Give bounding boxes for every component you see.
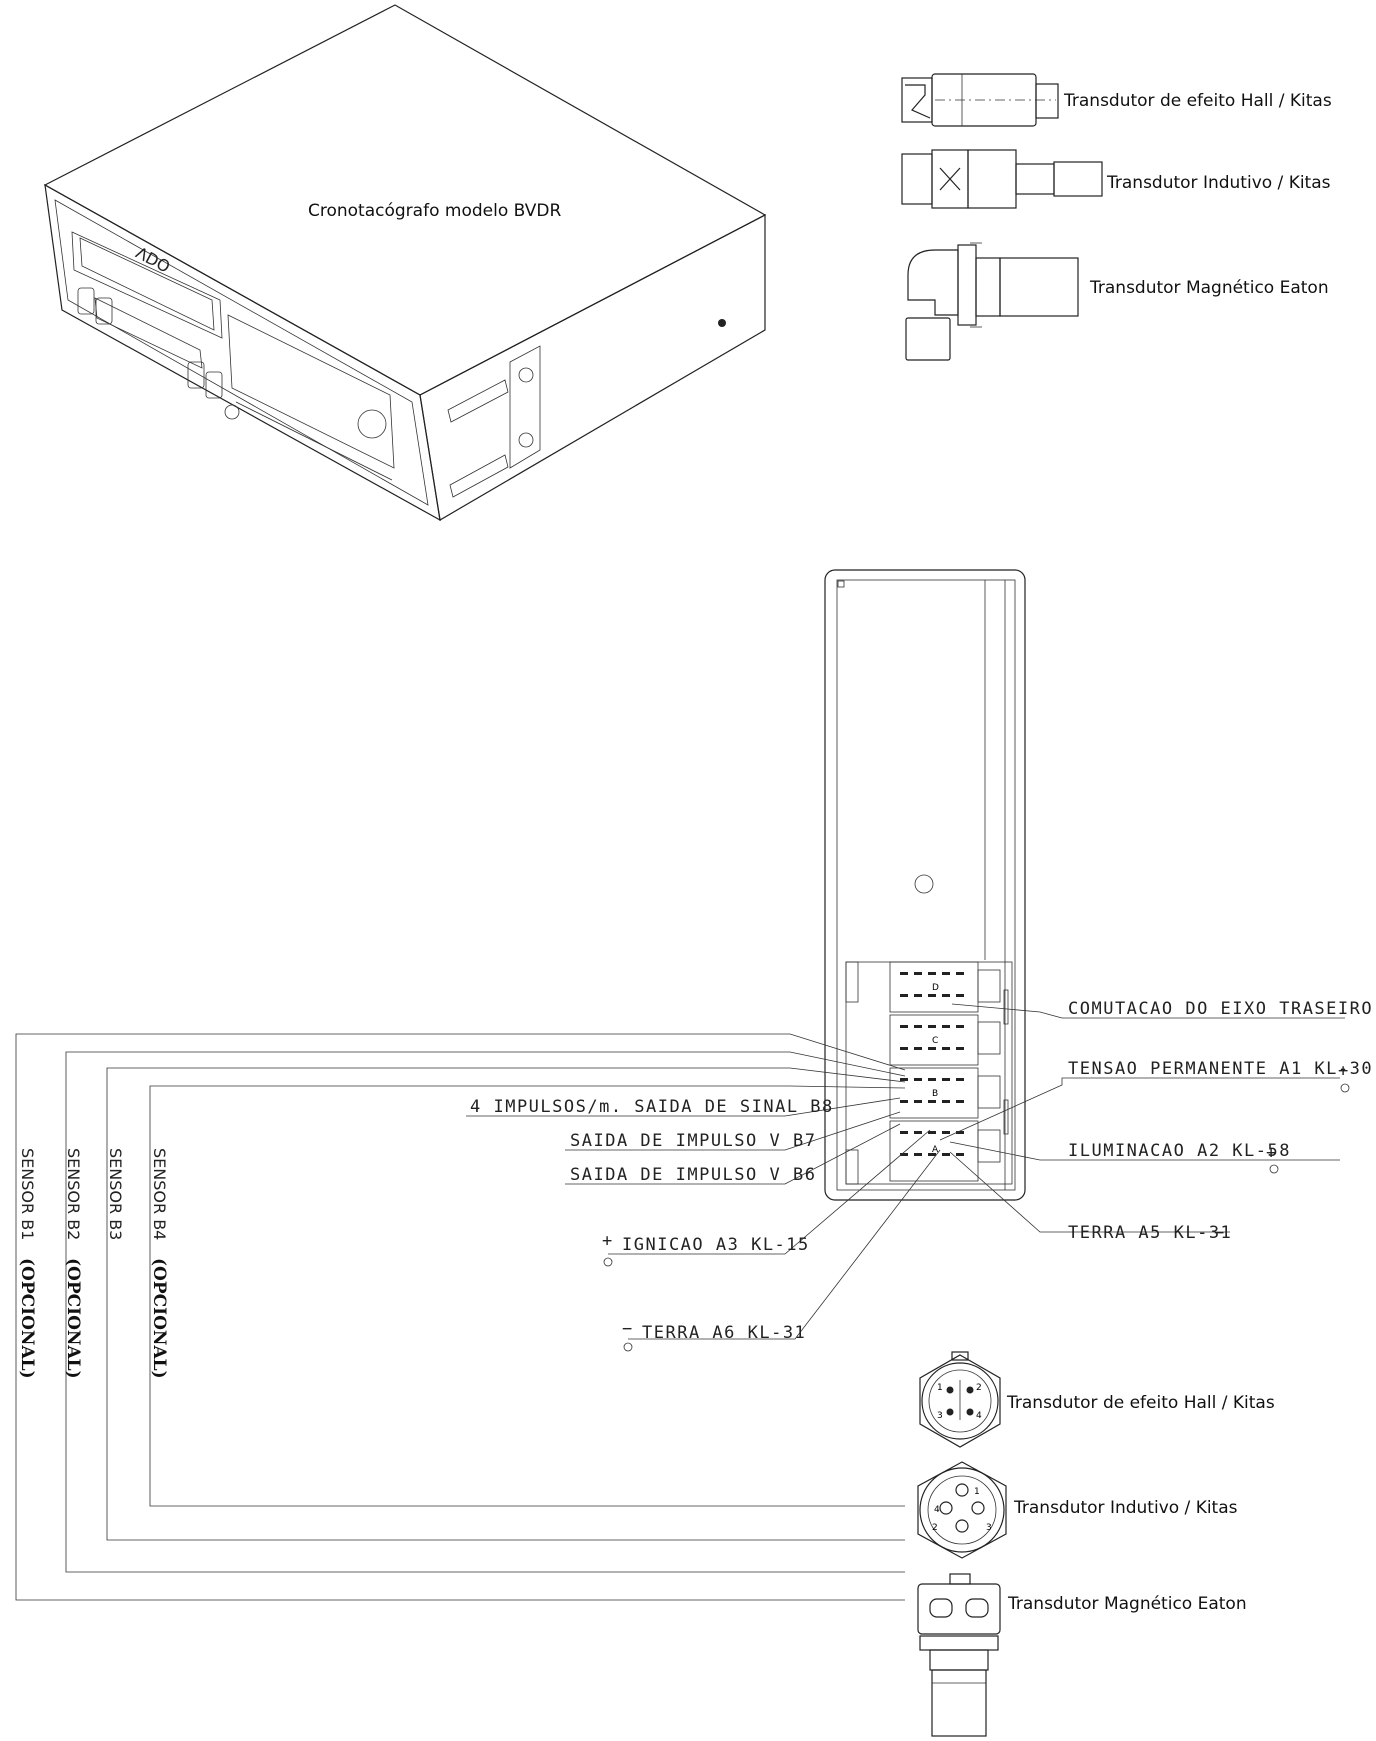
connector-pin: [928, 1047, 936, 1050]
inductive-pin-4: 4: [934, 1505, 940, 1515]
wire-label-a6: TERRA A6 KL-31: [642, 1323, 806, 1343]
connector-pin: [942, 1047, 950, 1050]
magnetic-sensor-side-icon: [905, 242, 1079, 361]
connector-pin: [900, 1153, 908, 1156]
wire-polarity-a2: +: [1266, 1143, 1278, 1163]
connector-label-d: D: [932, 983, 939, 993]
connector-pin: [900, 1047, 908, 1050]
connector-pin: [956, 1025, 964, 1028]
connector-pin: [900, 1131, 908, 1134]
sensor-b2-label: SENSOR B2: [64, 1148, 83, 1240]
wire-polarity-a3: +: [602, 1231, 614, 1251]
connector-pin: [914, 1025, 922, 1028]
wire-polarity-a6: −: [622, 1319, 634, 1339]
connector-pin: [928, 1131, 936, 1134]
bottom-sensor-label-inductive: Transdutor Indutivo / Kitas: [1013, 1498, 1238, 1518]
connector-label-c: C: [932, 1036, 938, 1046]
connector-pin: [914, 972, 922, 975]
sensor-b1-label-group: SENSOR B1 (OPCIONAL): [17, 1148, 37, 1379]
connector-pin: [956, 1100, 964, 1103]
inductive-pin-2: 2: [932, 1523, 938, 1533]
connector-label-b: B: [932, 1089, 938, 1099]
sensor-b4-label: SENSOR B4: [150, 1148, 169, 1240]
wire-label-a1: TENSAO PERMANENTE A1 KL-30: [1068, 1059, 1373, 1079]
connector-pin: [914, 1131, 922, 1134]
connector-pin: [942, 1131, 950, 1134]
sensor-b2-note: (OPCIONAL): [63, 1258, 83, 1379]
connector-pin: [928, 1078, 936, 1081]
connector-pin: [928, 994, 936, 997]
connector-pin: [956, 1153, 964, 1156]
wire-label-a3: IGNICAO A3 KL-15: [622, 1235, 810, 1255]
wire-label-a5: TERRA A5 KL-31: [1068, 1223, 1232, 1243]
connector-pin: [900, 972, 908, 975]
top-sensor-label-inductive: Transdutor Indutivo / Kitas: [1106, 173, 1331, 193]
sensor-b3-label-group: SENSOR B3: [106, 1148, 125, 1240]
device-brand: VDO: [133, 242, 174, 276]
sensor-b3-label: SENSOR B3: [106, 1148, 125, 1240]
sensor-b1-label: SENSOR B1: [18, 1148, 37, 1240]
hall-pin-1: 1: [937, 1383, 943, 1393]
hall-pin-4: 4: [976, 1411, 982, 1421]
hall-pin-2: 2: [976, 1383, 982, 1393]
connector-pin: [900, 994, 908, 997]
hall-sensor-side-icon: [901, 73, 1059, 127]
connector-pin: [956, 1078, 964, 1081]
sensor-b2-label-group: SENSOR B2 (OPCIONAL): [63, 1148, 83, 1379]
connector-pin: [900, 1078, 908, 1081]
bottom-sensor-label-hall: Transdutor de efeito Hall / Kitas: [1006, 1393, 1275, 1413]
connector-pin: [956, 1047, 964, 1050]
connector-pin: [942, 1025, 950, 1028]
connector-pin: [942, 994, 950, 997]
connector-pin: [942, 1100, 950, 1103]
hall-connector-icon: 1 2 3 4: [919, 1351, 1001, 1448]
sensor-b4-note: (OPCIONAL): [149, 1258, 169, 1379]
wire-label-b8: 4 IMPULSOS/m. SAIDA DE SINAL B8: [470, 1097, 834, 1117]
wire-leaders: [15, 1003, 1350, 1601]
wire-label-a2: ILUMINACAO A2 KL-58: [1068, 1141, 1291, 1161]
connector-pin: [914, 1078, 922, 1081]
hall-pin-3: 3: [937, 1411, 943, 1421]
connector-pin: [928, 1153, 936, 1156]
wire-polarity-a5: −: [1214, 1223, 1226, 1243]
wire-label-d5: COMUTACAO DO EIXO TRASEIRO D5: [1068, 999, 1376, 1019]
tachograph-device: VDO Cronotacógrafo modelo BVDR: [43, 4, 767, 522]
connector-pin: [942, 1153, 950, 1156]
connector-pin: [942, 972, 950, 975]
wire-polarity-a1: +: [1338, 1061, 1350, 1081]
inductive-sensor-side-icon: [901, 149, 1103, 209]
top-sensor-label-hall: Transdutor de efeito Hall / Kitas: [1063, 91, 1332, 111]
connector-pin: [900, 1025, 908, 1028]
connector-pin: [928, 1025, 936, 1028]
inductive-pin-1: 1: [974, 1487, 980, 1497]
connector-pin: [956, 994, 964, 997]
bottom-sensor-label-eaton: Transdutor Magnético Eaton: [1007, 1594, 1247, 1614]
wire-label-b6: SAIDA DE IMPULSO V B6: [570, 1165, 816, 1185]
connector-pin: [914, 1153, 922, 1156]
connector-pin: [900, 1100, 908, 1103]
connector-pin: [928, 1100, 936, 1103]
inductive-connector-icon: 1 2 3 4: [917, 1461, 1007, 1559]
connector-pin: [956, 972, 964, 975]
inductive-pin-3: 3: [986, 1523, 992, 1533]
wire-label-b7: SAIDA DE IMPULSO V B7: [570, 1131, 816, 1151]
top-sensor-label-magnetic: Transdutor Magnético Eaton: [1089, 278, 1329, 298]
device-label: Cronotacógrafo modelo BVDR: [308, 201, 561, 221]
connector-pin: [914, 1100, 922, 1103]
connector-pin: [942, 1078, 950, 1081]
tachograph-rear-view: D C B A: [824, 569, 1026, 1201]
connector-pin: [914, 1047, 922, 1050]
connector-pin: [928, 972, 936, 975]
connector-pin: [914, 994, 922, 997]
connector-pin: [956, 1131, 964, 1134]
sensor-b1-note: (OPCIONAL): [17, 1258, 37, 1379]
sensor-b4-label-group: SENSOR B4 (OPCIONAL): [149, 1148, 169, 1379]
connector-label-a: A: [932, 1145, 939, 1155]
eaton-connector-icon: [917, 1573, 1001, 1737]
